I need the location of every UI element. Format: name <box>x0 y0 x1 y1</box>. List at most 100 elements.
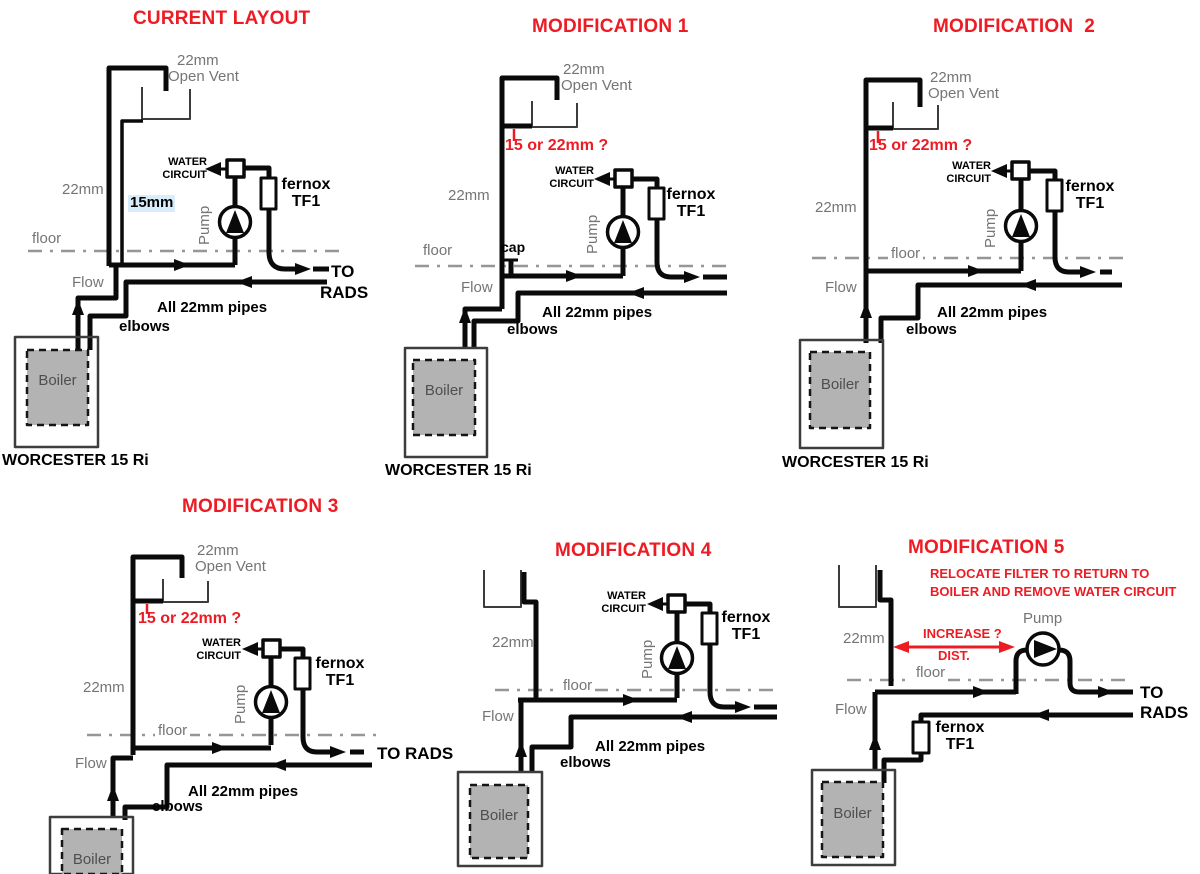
panel4-pipes <box>48 554 377 874</box>
p3-flow-label: Flow <box>825 279 857 296</box>
p2-vent-size-label: 22mm <box>563 61 605 78</box>
p4-open-vent-tank <box>162 579 209 603</box>
p1-vent-pipe <box>106 65 169 266</box>
p2-boiler-body <box>411 358 477 437</box>
p3-open-vent-label: Open Vent <box>928 85 999 102</box>
p4-boiler-body <box>60 827 124 874</box>
panel1-pipes <box>13 65 342 449</box>
p6-rads-label: RADS <box>1140 703 1189 722</box>
p6-increase-label: INCREASE ? <box>923 626 1002 641</box>
p2-pump-rotor <box>614 220 632 243</box>
p6-flow-label: Flow <box>835 701 867 718</box>
p6-to-label: TO <box>1140 683 1164 702</box>
p1-fernox-label: fernox TF1 <box>281 176 331 211</box>
p6-increase-arrowheads <box>893 641 1015 653</box>
p1-return-pipe <box>87 279 327 350</box>
p4-vent-size-label: 22mm <box>197 542 239 559</box>
p5-return-pipe <box>529 714 777 773</box>
p6-pump-label: Pump <box>1023 610 1063 627</box>
p4-boiler-casing <box>48 815 135 874</box>
p2-fernox-label: fernox TF1 <box>666 186 716 221</box>
p5-boiler-body <box>468 783 530 860</box>
p2-boiler-label: Boiler <box>424 382 464 399</box>
p4-flow-arrows <box>107 642 346 801</box>
p5-water-circuit-label: WATER CIRCUIT <box>601 590 646 616</box>
p3-vent-pipe <box>863 77 923 343</box>
p4-filter-branch <box>279 646 335 755</box>
p5-fernox-filter-icon <box>700 611 719 646</box>
p1-water-circuit-label: WATER CIRCUIT <box>162 156 207 182</box>
p1-water-circuit-valve-icon <box>225 158 246 179</box>
p5-floor-label: floor <box>560 677 596 695</box>
p6-fernox-filter-icon <box>911 720 931 755</box>
p3-return-pipe <box>878 282 1122 343</box>
p1-rads-label: RADS <box>320 283 369 302</box>
p1-fernox-filter-icon <box>259 176 278 211</box>
p2-vent-pipe <box>499 75 560 309</box>
p3-pump-rotor <box>1012 214 1030 237</box>
p2-return-pipe <box>471 290 727 348</box>
p2-floor-label: floor <box>423 242 453 259</box>
p2-pipe-22mm-label: 22mm <box>448 187 490 204</box>
p3-open-vent-tank <box>892 102 939 130</box>
p2-filter-branch <box>632 176 689 280</box>
p6-pipe-22mm-label: 22mm <box>843 630 885 647</box>
p1-pump-label: Pump <box>196 205 213 245</box>
panel3-pipes <box>798 77 1127 450</box>
p6-pump-bridge-left <box>1013 647 1028 694</box>
p2-boiler-flow-pipe <box>462 306 502 348</box>
p4-water-circuit-valve-icon <box>261 638 282 659</box>
p3-boiler-label: Boiler <box>820 376 860 393</box>
p5-title: MODIFICATION 4 <box>555 540 712 561</box>
p1-boiler-casing <box>13 335 100 449</box>
p1-elbows-label: elbows <box>119 318 170 335</box>
p2-model-label: WORCESTER 15 Ri <box>385 462 532 479</box>
p6-note-line2: BOILER AND REMOVE WATER CIRCUIT <box>930 584 1177 599</box>
p1-all-pipes-label: All 22mm pipes <box>157 299 268 316</box>
p4-open-vent-label: Open Vent <box>195 558 266 575</box>
p4-boiler-label: Boiler <box>72 851 112 868</box>
p5-all-pipes-label: All 22mm pipes <box>595 738 706 755</box>
p5-fernox-label: fernox TF1 <box>721 609 771 644</box>
p3-title: MODIFICATION 2 <box>933 16 1096 37</box>
p5-pump-rotor <box>668 646 686 669</box>
p1-boiler-body <box>25 348 90 427</box>
p2-elbows-label: elbows <box>507 321 558 338</box>
p4-question-label: 15 or 22mm ? <box>138 610 242 627</box>
p1-model-label: WORCESTER 15 Ri <box>2 452 149 469</box>
p4-flow-label: Flow <box>75 755 107 772</box>
p6-title: MODIFICATION 5 <box>908 537 1065 558</box>
p3-model-label: WORCESTER 15 Ri <box>782 454 929 471</box>
p4-fernox-label: fernox TF1 <box>315 655 365 690</box>
p2-flow-arrows <box>459 172 700 323</box>
p4-all-pipes-label: All 22mm pipes <box>188 783 299 800</box>
p2-open-vent-tank <box>531 101 578 128</box>
p1-boiler-label: Boiler <box>38 372 77 389</box>
p4-title: MODIFICATION 3 <box>182 496 339 517</box>
p2-title: MODIFICATION 1 <box>532 16 689 37</box>
p5-pipe-22mm-label: 22mm <box>492 634 534 651</box>
p1-floor-label: floor <box>32 230 62 247</box>
p5-open-vent-tank <box>483 570 522 608</box>
p1-flow-label: Flow <box>72 274 104 291</box>
p3-pump-label: Pump <box>982 208 999 248</box>
p3-vent-size-label: 22mm <box>930 69 972 86</box>
p5-feed-pipe <box>521 572 539 700</box>
p4-pipe-22mm-label: 22mm <box>83 679 125 696</box>
p6-floor-label: floor <box>913 664 949 682</box>
p6-open-vent-tank <box>838 565 877 608</box>
p6-return-pipe <box>881 712 1133 783</box>
p5-flow-arrows <box>515 597 751 757</box>
p4-pump-label: Pump <box>232 684 249 724</box>
p2-pump-label: Pump <box>584 214 601 254</box>
p2-water-circuit-valve-icon <box>613 168 634 189</box>
p5-elbows-label: elbows <box>560 754 611 771</box>
p3-flow-arrows <box>860 164 1096 318</box>
panel2-pipes <box>403 75 730 459</box>
p5-boiler-label: Boiler <box>479 807 519 824</box>
p6-boiler-label: Boiler <box>833 805 872 822</box>
p2-fernox-filter-icon <box>647 186 666 221</box>
p1-title: CURRENT LAYOUT <box>133 8 311 29</box>
p3-fernox-label: fernox TF1 <box>1065 178 1115 213</box>
